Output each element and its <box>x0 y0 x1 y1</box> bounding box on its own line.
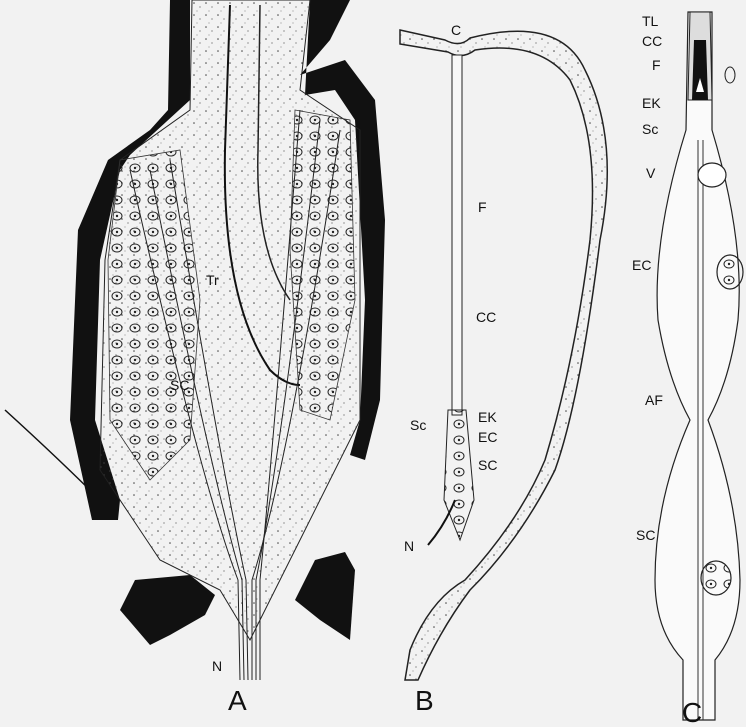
panel-a-label-tr: Tr <box>206 272 219 288</box>
panel-c-label-tl: TL <box>642 13 659 29</box>
panel-c-label-sc: SC <box>636 527 655 543</box>
panel-b-label-sc-small: Sc <box>410 417 426 433</box>
panel-b: C F CC Sc EK EC SC N B <box>400 22 607 716</box>
panel-a-base-left <box>120 575 215 645</box>
panel-a-letter: A <box>228 685 247 716</box>
panel-b-label-c: C <box>451 22 461 38</box>
panel-b-rod <box>452 55 462 415</box>
panel-c-label-v: V <box>646 165 656 181</box>
panel-a-label-n: N <box>212 658 222 674</box>
panel-c-vacuole <box>698 163 726 187</box>
panel-c-label-f: F <box>652 57 661 73</box>
panel-c-label-af: AF <box>645 392 663 408</box>
panel-c-letter: C <box>682 697 702 727</box>
panel-b-label-cc: CC <box>476 309 496 325</box>
panel-a: SC Tr N A <box>5 0 385 716</box>
panel-b-label-f: F <box>478 199 487 215</box>
panel-b-label-ek: EK <box>478 409 497 425</box>
panel-a-label-sc: SC <box>170 377 189 393</box>
panel-c-sc-nucleus <box>701 561 731 595</box>
panel-b-scolopale <box>444 410 474 540</box>
panel-b-letter: B <box>415 685 434 716</box>
panel-c-label-cc: CC <box>642 33 662 49</box>
panel-c-label-sc-small: Sc <box>642 121 658 137</box>
panel-b-label-ec: EC <box>478 429 497 445</box>
panel-b-label-n: N <box>404 538 414 554</box>
panel-c-label-ek: EK <box>642 95 661 111</box>
panel-c-f-nucleus <box>725 67 735 83</box>
panel-c-ec-nucleus <box>717 255 743 289</box>
panel-a-cells-left <box>108 150 200 480</box>
panel-b-cuticle <box>400 30 607 680</box>
panel-c: TL CC F EK Sc V EC AF SC C <box>632 12 743 727</box>
panel-a-base-right <box>295 552 355 640</box>
panel-b-label-sc: SC <box>478 457 497 473</box>
panel-c-label-ec: EC <box>632 257 651 273</box>
